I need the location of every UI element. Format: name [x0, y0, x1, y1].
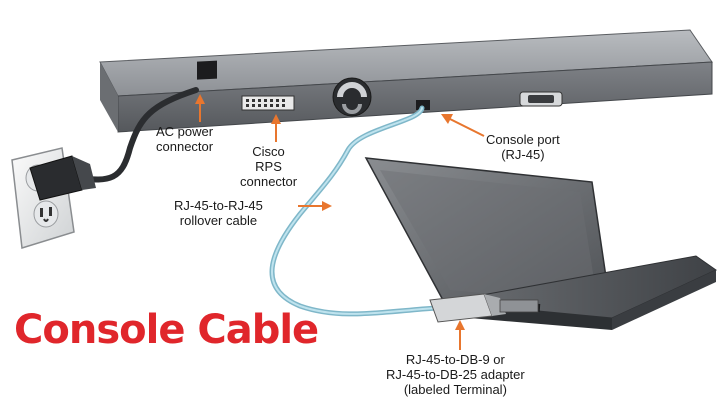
- db9-adapter-icon: [429, 293, 539, 323]
- arrow-ac-power: [195, 94, 205, 122]
- arrow-console-port: [441, 114, 485, 137]
- arrow-adapter: [455, 320, 465, 350]
- power-plug-icon: [29, 155, 96, 201]
- console-port-label: Console port(RJ-45): [486, 132, 560, 162]
- arrow-rollover: [298, 201, 332, 211]
- arrow-cisco-rps: [271, 114, 281, 142]
- page-title: Console Cable: [14, 307, 319, 353]
- laptop-icon: [364, 157, 717, 330]
- network-switch-icon: [99, 29, 713, 133]
- power-cord: [75, 87, 199, 183]
